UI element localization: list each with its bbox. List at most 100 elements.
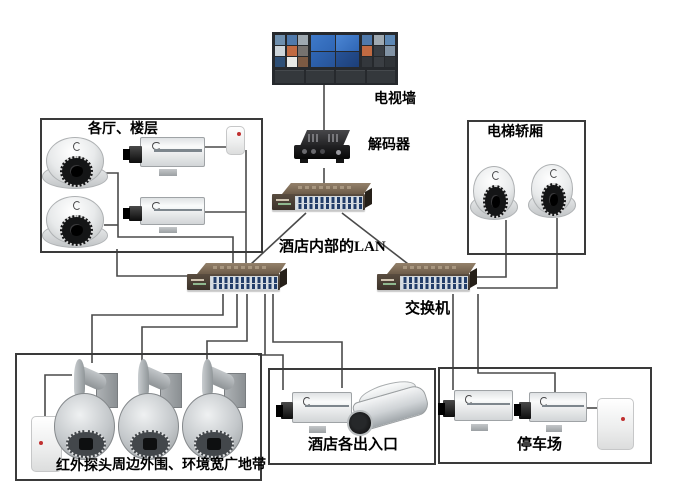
monitor-grid-right bbox=[362, 35, 395, 67]
decoder-top-face bbox=[300, 130, 350, 146]
screen-tile bbox=[286, 57, 297, 67]
zone-halls-floors bbox=[40, 118, 263, 253]
mount-neck bbox=[138, 359, 150, 397]
screen-tile bbox=[286, 35, 297, 45]
zone-perimeter bbox=[15, 353, 262, 481]
mount-neck bbox=[74, 359, 86, 397]
camera-mount bbox=[546, 424, 563, 433]
label-decoder: 解码器 bbox=[368, 138, 410, 153]
label-internal-lan: 酒店内部的LAN bbox=[279, 239, 386, 255]
screen-tile bbox=[298, 57, 308, 67]
box-camera bbox=[438, 386, 513, 432]
ethernet-ports bbox=[295, 196, 363, 210]
screen-tile bbox=[275, 46, 285, 56]
right-switch bbox=[377, 263, 478, 294]
screen-tile bbox=[373, 35, 384, 45]
camera-body bbox=[140, 197, 205, 225]
door-sensor bbox=[226, 126, 245, 155]
screen-tile bbox=[385, 46, 395, 56]
camera-mount bbox=[159, 226, 178, 234]
monitor-grid-center bbox=[311, 35, 359, 67]
decoder-front-face bbox=[294, 145, 350, 163]
sensor-led bbox=[620, 416, 625, 421]
pir-sensor bbox=[597, 398, 634, 450]
camera-lens-icon bbox=[207, 438, 222, 450]
dome-camera bbox=[528, 164, 576, 218]
camera-stripe bbox=[154, 208, 202, 211]
mount-neck bbox=[202, 359, 214, 397]
camera-stripe bbox=[305, 405, 349, 408]
decoder-device bbox=[292, 128, 354, 168]
screen-tile bbox=[335, 35, 359, 51]
ptz-sphere bbox=[182, 393, 243, 460]
monitor-grid-left bbox=[275, 35, 308, 67]
screen-tile bbox=[335, 51, 359, 67]
screen-tile bbox=[286, 46, 297, 56]
camera-lens-icon bbox=[519, 401, 531, 419]
switch-top-face bbox=[387, 263, 476, 274]
camera-lens-icon bbox=[443, 399, 456, 418]
camera-lens-icon bbox=[59, 214, 94, 246]
screen-tile bbox=[275, 35, 285, 45]
label-ir-detector: 红外探头 bbox=[56, 459, 112, 474]
camera-lens-icon bbox=[143, 438, 158, 450]
camera-mount bbox=[471, 423, 488, 432]
cabinet-panel bbox=[275, 70, 304, 83]
dome-camera bbox=[42, 137, 108, 189]
dome-camera bbox=[42, 196, 108, 248]
distribution-switch bbox=[187, 263, 288, 294]
tv-wall bbox=[272, 32, 398, 85]
camera-lens-icon bbox=[59, 155, 94, 187]
cabinet-panel bbox=[366, 70, 395, 83]
ptz-dome-camera bbox=[54, 358, 118, 462]
screen-tile bbox=[373, 57, 384, 67]
lens-cap bbox=[123, 148, 131, 161]
ptz-sphere bbox=[54, 393, 115, 460]
box-camera bbox=[276, 388, 352, 434]
camera-stripe bbox=[466, 403, 511, 406]
zone-hotel-entrances bbox=[268, 368, 436, 465]
camera-body bbox=[453, 389, 513, 422]
switch-top-face bbox=[197, 263, 286, 274]
screen-tile bbox=[298, 35, 308, 45]
screen-tile bbox=[362, 35, 372, 45]
cabinet-panel bbox=[305, 70, 334, 83]
screen-tile bbox=[385, 57, 395, 67]
switch-side-face bbox=[280, 267, 287, 289]
ir-led-ring bbox=[129, 430, 171, 458]
screen-tile bbox=[373, 46, 384, 56]
screen-tile bbox=[311, 35, 335, 51]
camera-lens-icon bbox=[128, 206, 142, 222]
screen-tile bbox=[311, 51, 335, 67]
camera-lens-icon bbox=[540, 183, 567, 216]
switch-side-face bbox=[365, 187, 372, 209]
dome-camera bbox=[470, 166, 518, 220]
screen-tile bbox=[362, 46, 372, 56]
camera-lens-icon bbox=[128, 146, 142, 163]
ethernet-ports bbox=[400, 276, 468, 290]
zone-elevator-car bbox=[467, 120, 586, 255]
sensor-led bbox=[237, 131, 242, 136]
screen-tile bbox=[275, 57, 285, 67]
camera-lens-icon bbox=[281, 401, 294, 420]
switch-top-face bbox=[282, 183, 371, 194]
label-switch: 交换机 bbox=[405, 301, 451, 317]
camera-stripe bbox=[154, 149, 202, 152]
ir-led-ring bbox=[193, 430, 235, 458]
box-camera bbox=[123, 133, 205, 177]
label-elevator-car: 电梯轿厢 bbox=[487, 125, 543, 140]
camera-body bbox=[291, 391, 352, 424]
cabinet-row bbox=[275, 70, 395, 83]
camera-lens-icon bbox=[79, 438, 94, 450]
lens-cap bbox=[123, 208, 131, 219]
zone-parking bbox=[438, 367, 652, 464]
camera-mount bbox=[159, 169, 178, 177]
lens-cap bbox=[514, 404, 521, 416]
label-halls-floors: 各厅、楼层 bbox=[88, 122, 158, 137]
box-camera bbox=[123, 194, 205, 234]
switch-side-face bbox=[470, 267, 477, 289]
label-parking: 停车场 bbox=[517, 437, 563, 453]
ptz-sphere bbox=[118, 393, 179, 460]
